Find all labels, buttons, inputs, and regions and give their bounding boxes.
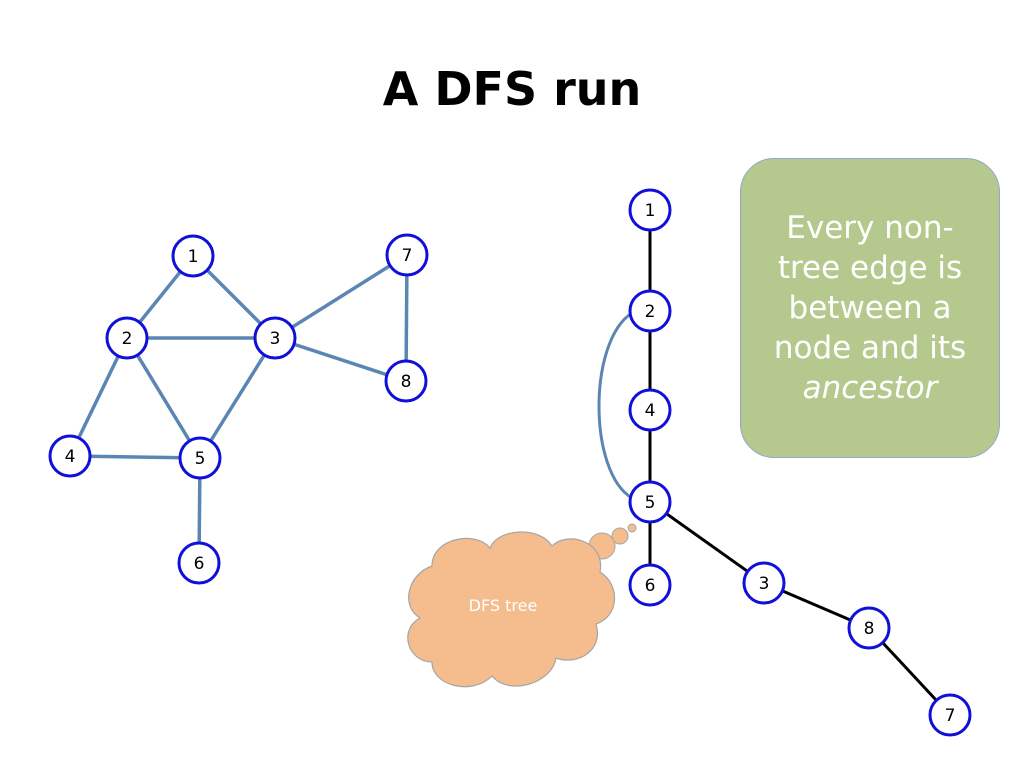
- tree-node-circle: [847, 606, 891, 650]
- tree-node-5: 5: [628, 480, 672, 524]
- left-node-4: 4: [48, 434, 92, 478]
- left-node-circle: [253, 316, 297, 360]
- left-graph-edges: [68, 253, 409, 564]
- slide-title: A DFS run: [382, 62, 642, 116]
- back-edge-t2-t5: [597, 311, 633, 500]
- left-node-circle: [385, 233, 429, 277]
- cloud-bubble-small: [627, 523, 637, 533]
- tree-node-circle: [628, 388, 672, 432]
- cloud-label: DFS tree: [469, 596, 538, 615]
- left-node-circle: [48, 434, 92, 478]
- left-node-label: 8: [401, 372, 412, 392]
- tree-node-1: 1: [628, 188, 672, 232]
- tree-node-label: 6: [645, 576, 656, 596]
- left-node-circle: [384, 359, 428, 403]
- left-node-6: 6: [177, 541, 221, 585]
- dfs-back-edges: [597, 311, 633, 500]
- tree-node-circle: [742, 561, 786, 605]
- left-node-label: 3: [270, 329, 281, 349]
- left-edge-n4-n5: [69, 454, 201, 460]
- tree-node-circle: [628, 480, 672, 524]
- tree-node-label: 1: [645, 201, 656, 221]
- left-edge-n2-n5: [125, 337, 202, 459]
- left-node-circle: [177, 541, 221, 585]
- left-node-1: 1: [171, 234, 215, 278]
- tree-node-circle: [628, 289, 672, 333]
- tree-node-circle: [928, 693, 972, 737]
- left-node-7: 7: [385, 233, 429, 277]
- callout-line-4: node and its: [773, 330, 967, 366]
- dfs-tree-nodes: 1 2 4 5 6 3 8 7: [628, 188, 972, 737]
- tree-node-label: 3: [759, 574, 770, 594]
- left-node-label: 4: [65, 447, 76, 467]
- left-node-label: 5: [195, 449, 206, 469]
- callout-box: Every non- tree edge is between a node a…: [740, 158, 1000, 458]
- cloud-bubble-medium: [611, 527, 629, 545]
- tree-node-label: 8: [864, 619, 875, 639]
- left-edge-n2-n4: [68, 337, 129, 457]
- left-edge-n3-n5: [198, 337, 277, 459]
- left-node-circle: [178, 436, 222, 480]
- cloud-shape: [407, 531, 616, 688]
- left-node-label: 1: [188, 247, 199, 267]
- tree-node-label: 5: [645, 493, 656, 513]
- tree-node-2: 2: [628, 289, 672, 333]
- left-node-label: 2: [122, 329, 133, 349]
- left-edge-n3-n7: [274, 253, 408, 340]
- left-node-8: 8: [384, 359, 428, 403]
- tree-node-label: 2: [645, 302, 656, 322]
- tree-node-circle: [628, 563, 672, 607]
- left-node-circle: [105, 316, 149, 360]
- tree-node-circle: [628, 188, 672, 232]
- tree-node-6: 6: [628, 563, 672, 607]
- left-node-5: 5: [178, 436, 222, 480]
- left-node-label: 6: [194, 554, 205, 574]
- tree-node-label: 4: [645, 401, 656, 421]
- left-edge-n3-n8: [274, 336, 407, 383]
- dfs-tree-cloud: DFS tree: [407, 523, 637, 688]
- left-graph-nodes: 1 2 3 4 5 6 7 8: [48, 233, 429, 585]
- tree-node-3: 3: [742, 561, 786, 605]
- tree-node-label: 7: [945, 706, 956, 726]
- tree-node-4: 4: [628, 388, 672, 432]
- left-node-2: 2: [105, 316, 149, 360]
- left-node-label: 7: [402, 246, 413, 266]
- left-node-circle: [171, 234, 215, 278]
- tree-node-7: 7: [928, 693, 972, 737]
- callout-text: Every non- tree edge is between a node a…: [774, 208, 966, 408]
- callout-line-3: between a: [788, 290, 952, 326]
- left-node-3: 3: [253, 316, 297, 360]
- callout-line-1: Every non-: [786, 210, 954, 246]
- tree-node-8: 8: [847, 606, 891, 650]
- callout-line-5: ancestor: [802, 370, 938, 406]
- callout-line-2: tree edge is: [777, 250, 963, 286]
- tree-edge-t5-t3: [649, 500, 765, 585]
